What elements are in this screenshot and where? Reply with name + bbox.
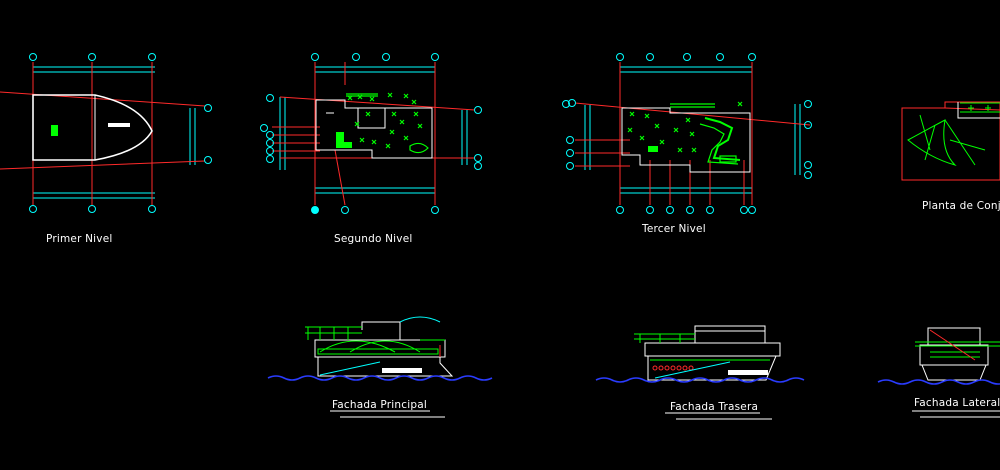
plan-tercer-nivel [562, 53, 812, 214]
elevation-fachada-trasera [595, 325, 805, 383]
title-underlines [330, 410, 1000, 420]
plan-primer-nivel [0, 53, 212, 213]
label-tercer-nivel: Tercer Nivel [642, 223, 706, 235]
label-segundo-nivel: Segundo Nivel [334, 233, 413, 245]
plan-segundo-nivel [260, 53, 482, 214]
label-fachada-lateral: Fachada Lateral [914, 397, 1000, 409]
label-fachada-trasera: Fachada Trasera [670, 401, 759, 413]
plan-conjunto [901, 101, 1000, 181]
label-primer-nivel: Primer Nivel [46, 233, 113, 245]
elevation-fachada-principal [267, 316, 493, 381]
label-planta-conjunto: Planta de Conju [922, 200, 1000, 212]
elevation-fachada-lateral [877, 327, 1000, 385]
label-fachada-principal: Fachada Principal [332, 399, 427, 411]
